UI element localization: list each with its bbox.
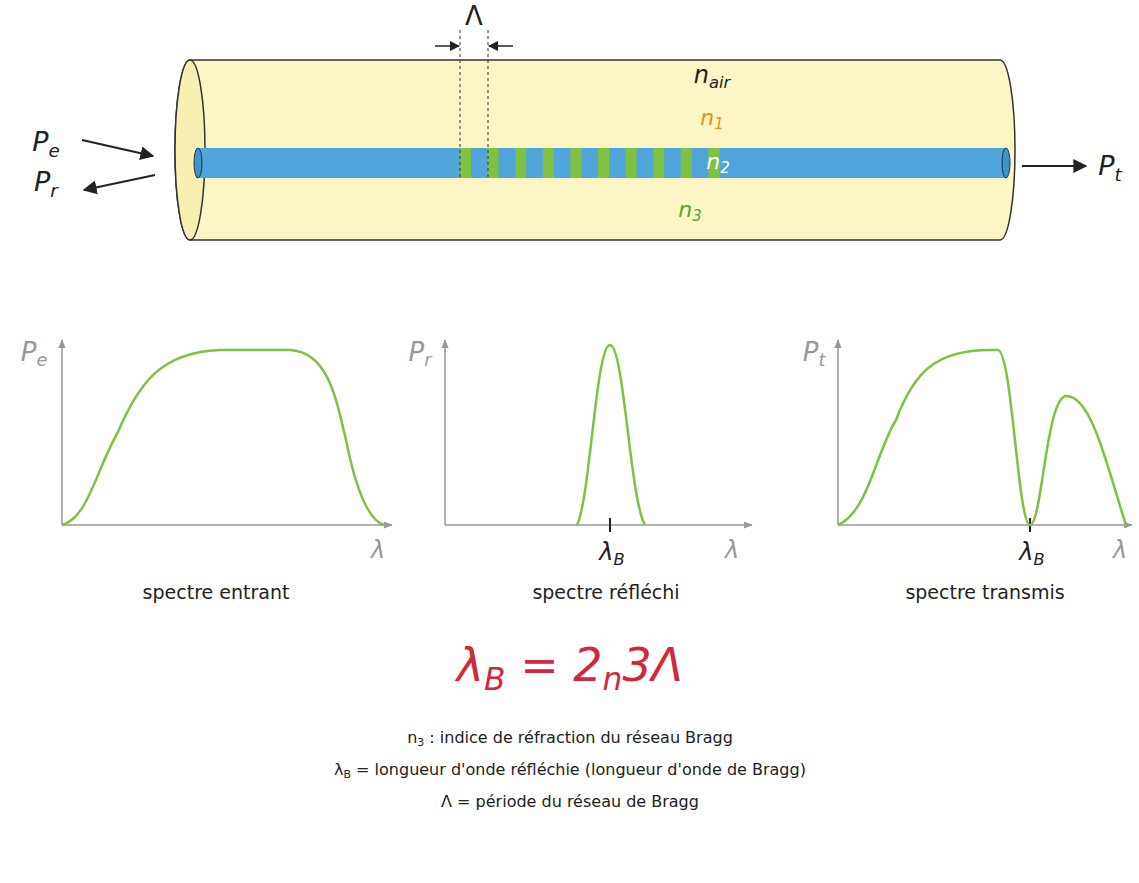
spectrum-caption: spectre réfléchi xyxy=(532,582,679,603)
period-mark xyxy=(460,30,461,180)
axis-label: λ xyxy=(725,537,739,563)
core-end xyxy=(194,148,202,178)
bragg-grating xyxy=(460,148,719,178)
spectrum-caption: spectre transmis xyxy=(905,582,1064,603)
index-label: n3 xyxy=(678,198,701,222)
legend-line: Λ = période du réseau de Bragg xyxy=(441,793,699,811)
legend-line: n3 : indice de réfraction du réseau Brag… xyxy=(407,729,733,747)
period-arrow xyxy=(435,45,459,47)
bragg-label: λB xyxy=(1019,539,1044,565)
period-mark xyxy=(488,30,489,180)
period-arrow xyxy=(489,45,513,47)
spectrum-curve xyxy=(62,345,1126,525)
power-label: Pt xyxy=(1098,151,1122,181)
transmitted-arrow xyxy=(1022,165,1086,167)
index-label: n2 xyxy=(706,150,729,174)
fiber-core xyxy=(196,148,1006,178)
bragg-tick xyxy=(609,518,611,532)
input-arrow xyxy=(82,140,153,156)
reflected-arrow xyxy=(84,175,155,190)
index-label: n1 xyxy=(700,106,723,130)
bragg-formula: λB = 2n3Λ xyxy=(457,640,683,691)
core-end xyxy=(1002,148,1010,178)
axis-label: Pe xyxy=(21,338,48,367)
bragg-label: λB xyxy=(599,539,624,565)
medium-label: nair xyxy=(694,62,730,88)
axis-label: λ xyxy=(371,537,385,563)
legend-line: λB = longueur d'onde réfléchie (longueur… xyxy=(334,761,806,779)
fiber-end xyxy=(175,60,205,240)
power-label: Pe xyxy=(32,127,60,157)
spectrum-caption: spectre entrant xyxy=(143,582,290,603)
graph-axes xyxy=(62,340,1132,525)
axis-label: λ xyxy=(1113,537,1127,563)
fiber-cladding xyxy=(175,60,1015,240)
axis-label: Pr xyxy=(409,338,432,367)
power-label: Pr xyxy=(34,167,58,197)
period-label: Λ xyxy=(465,2,483,31)
axis-label: Pt xyxy=(803,338,826,367)
